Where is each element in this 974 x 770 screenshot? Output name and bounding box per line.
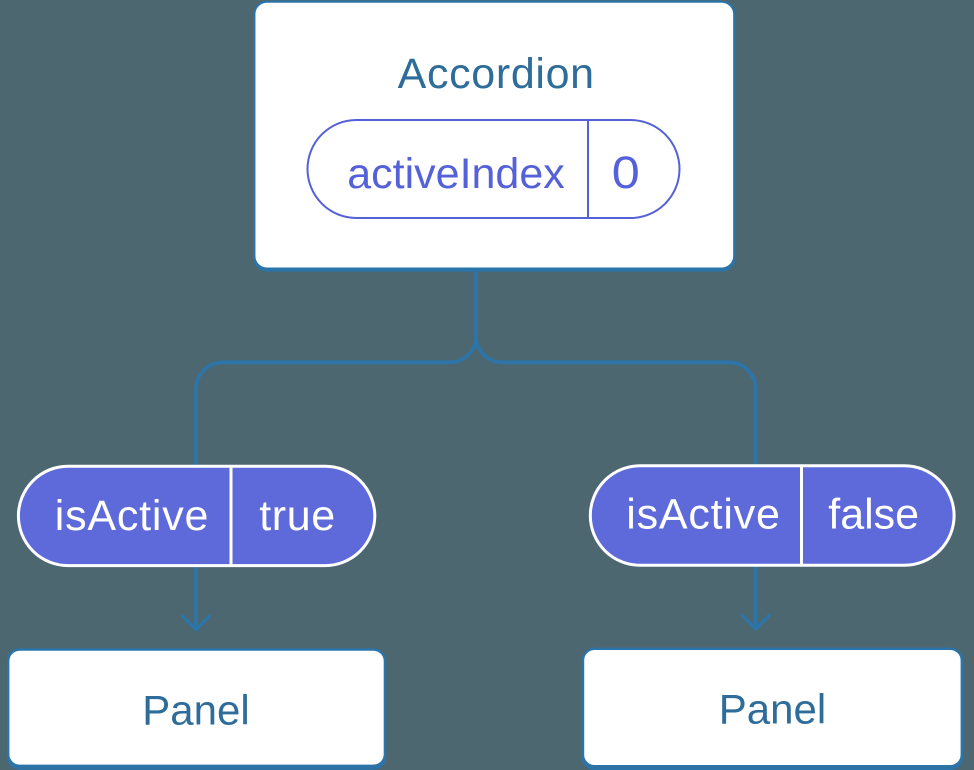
svg-text:isActive: isActive bbox=[55, 492, 210, 540]
svg-text:isActive: isActive bbox=[626, 491, 781, 539]
svg-text:true: true bbox=[259, 492, 336, 540]
svg-text:false: false bbox=[828, 491, 919, 539]
svg-text:activeIndex: activeIndex bbox=[347, 150, 565, 198]
svg-text:Panel: Panel bbox=[142, 687, 249, 734]
svg-text:0: 0 bbox=[612, 148, 640, 198]
svg-text:Accordion: Accordion bbox=[398, 50, 595, 98]
svg-text:Panel: Panel bbox=[719, 686, 826, 733]
